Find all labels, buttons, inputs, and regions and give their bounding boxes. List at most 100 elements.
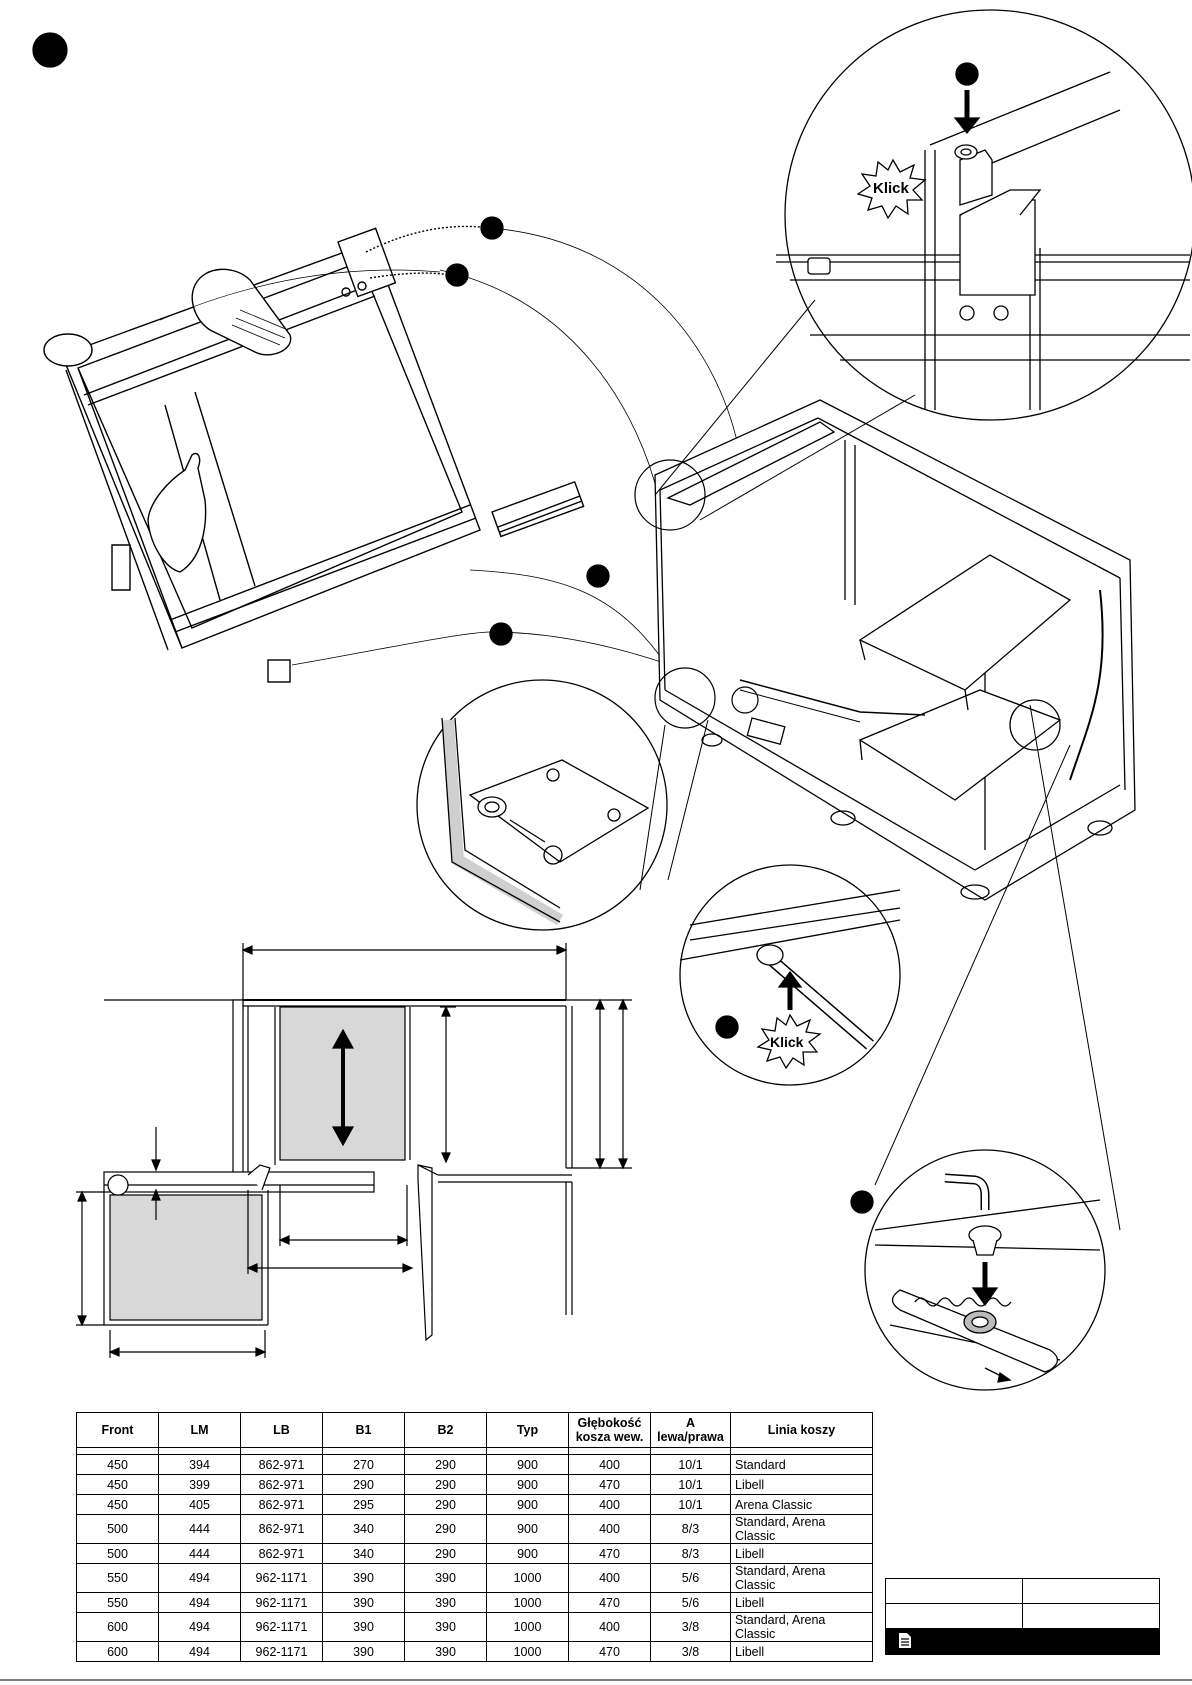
- table-cell: 494: [158, 1641, 241, 1662]
- table-cell: 444: [158, 1543, 241, 1564]
- table-cell: 400: [568, 1612, 651, 1642]
- table-cell: Standard, Arena Classic: [730, 1612, 873, 1642]
- table-cell: 390: [322, 1592, 405, 1613]
- table-cell: 494: [158, 1612, 241, 1642]
- header-line: Linia koszy: [730, 1412, 873, 1448]
- table-cell: 900: [486, 1514, 569, 1544]
- detail-circle-middle: [416, 679, 668, 931]
- table-cell: 340: [322, 1543, 405, 1564]
- table-cell: 10/1: [650, 1454, 731, 1475]
- callout-dot-1: [480, 216, 504, 240]
- table-cell: Libell: [730, 1592, 873, 1613]
- table-cell: 500: [76, 1543, 159, 1564]
- detail-circle-right: [850, 699, 1121, 1391]
- table-cell: 900: [486, 1494, 569, 1515]
- detail-circle-top: [776, 9, 1192, 421]
- table-cell: Standard: [730, 1454, 873, 1475]
- slide-rail: [491, 481, 585, 538]
- table-cell: 900: [486, 1454, 569, 1475]
- table-cell: 450: [76, 1494, 159, 1515]
- table-header-row: Front LM LB B1 B2 Typ Głębokość kosza we…: [76, 1412, 873, 1448]
- table-cell: 390: [404, 1612, 487, 1642]
- table-cell: 1000: [486, 1612, 569, 1642]
- detail-circle-lower: [679, 864, 901, 1086]
- table-cell: Standard, Arena Classic: [730, 1514, 873, 1544]
- table-cell: 390: [404, 1641, 487, 1662]
- mount-bracket-bottom: [267, 659, 291, 683]
- table-cell: 390: [322, 1641, 405, 1662]
- table-cell: Libell: [730, 1474, 873, 1495]
- table-cell: 1000: [486, 1563, 569, 1593]
- header-typ: Typ: [486, 1412, 569, 1448]
- spec-table: Front LM LB B1 B2 Typ Głębokość kosza we…: [76, 1412, 873, 1662]
- table-cell: 10/1: [650, 1474, 731, 1495]
- table-cell: 450: [76, 1474, 159, 1495]
- table-cell: 400: [568, 1454, 651, 1475]
- table-cell: Libell: [730, 1543, 873, 1564]
- table-cell: 390: [322, 1612, 405, 1642]
- table-cell: 862-971: [240, 1494, 323, 1515]
- header-b1: B1: [322, 1412, 405, 1448]
- table-cell: 444: [158, 1514, 241, 1544]
- table-cell: 494: [158, 1563, 241, 1593]
- table-cell: 600: [76, 1641, 159, 1662]
- table-cell: 405: [158, 1494, 241, 1515]
- basket-shaded-lower: [109, 1194, 263, 1321]
- document-icon: [899, 1633, 911, 1648]
- plan-view: [76, 943, 632, 1358]
- table-cell: 862-971: [240, 1474, 323, 1495]
- cabinet: [654, 399, 1136, 901]
- table-cell: 400: [568, 1494, 651, 1515]
- table-cell: 290: [404, 1514, 487, 1544]
- table-cell: 900: [486, 1543, 569, 1564]
- table-cell: 500: [76, 1514, 159, 1544]
- table-cell: 550: [76, 1563, 159, 1593]
- title-block: [885, 1578, 1160, 1655]
- table-cell: 8/3: [650, 1514, 731, 1544]
- table-cell: 8/3: [650, 1543, 731, 1564]
- table-cell: 962-1171: [240, 1563, 323, 1593]
- header-depth: Głębokość kosza wew.: [568, 1412, 651, 1448]
- table-cell: Libell: [730, 1641, 873, 1662]
- table-cell: 390: [404, 1592, 487, 1613]
- hand-top: [191, 268, 292, 356]
- table-cell: 340: [322, 1514, 405, 1544]
- table-cell: 470: [568, 1592, 651, 1613]
- table-cell: Arena Classic: [730, 1494, 873, 1515]
- title-cell-5: [885, 1628, 1023, 1655]
- table-cell: 862-971: [240, 1514, 323, 1544]
- table-cell: 450: [76, 1454, 159, 1475]
- callout-dot-3: [586, 564, 610, 588]
- table-cell: 290: [404, 1494, 487, 1515]
- mount-bracket-top: [337, 227, 397, 298]
- table-cell: 900: [486, 1474, 569, 1495]
- step-dot-top: [955, 62, 979, 86]
- header-front: Front: [76, 1412, 159, 1448]
- step-dot-lower: [715, 1015, 739, 1039]
- table-cell: 962-1171: [240, 1641, 323, 1662]
- table-cell: 5/6: [650, 1592, 731, 1613]
- table-cell: 270: [322, 1454, 405, 1475]
- klick-burst-top: [856, 158, 927, 220]
- table-cell: 470: [568, 1474, 651, 1495]
- header-b2: B2: [404, 1412, 487, 1448]
- table-cell: 399: [158, 1474, 241, 1495]
- klick-label-bottom: Klick: [770, 1034, 804, 1050]
- table-cell: 290: [404, 1454, 487, 1475]
- callout-dot-4: [489, 622, 513, 646]
- step-marker-main: [32, 32, 68, 68]
- header-lm: LM: [158, 1412, 241, 1448]
- title-cell-2: [1022, 1578, 1160, 1604]
- table-cell: 550: [76, 1592, 159, 1613]
- table-cell: 494: [158, 1592, 241, 1613]
- table-cell: 5/6: [650, 1563, 731, 1593]
